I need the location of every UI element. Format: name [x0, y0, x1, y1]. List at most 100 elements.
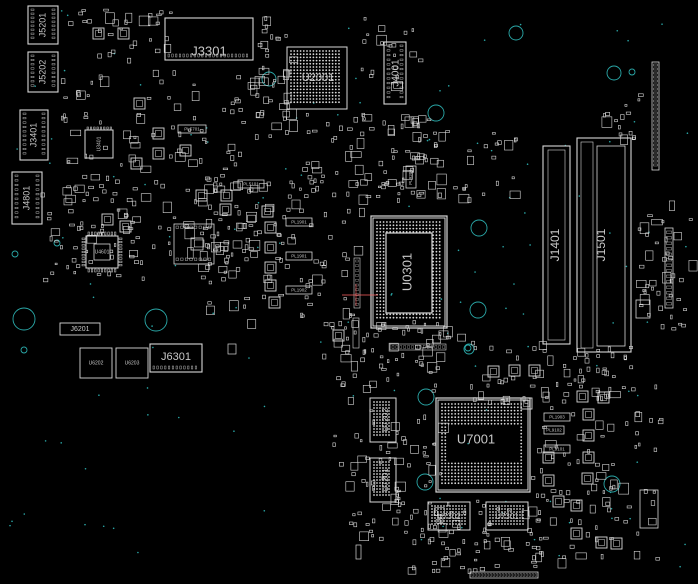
chip-u7001-ball: [503, 472, 506, 475]
chip-u7301-ball: [510, 508, 512, 510]
passive: [366, 332, 369, 338]
passive: [645, 284, 650, 289]
inductor-core: [555, 498, 562, 505]
edge-connector-pin: [653, 71, 658, 75]
inductor-core: [155, 130, 162, 137]
chip-u0301-ball: [376, 247, 378, 250]
connector-j4001-pin: [399, 63, 404, 66]
edge-connector-pin: [653, 87, 658, 91]
passive: [539, 551, 543, 555]
chip-u7001-ball: [507, 416, 509, 419]
chip-u7301-ball: [522, 520, 524, 522]
chip-u0301-ball: [379, 293, 382, 296]
via-dot: [137, 551, 139, 554]
chip-u0301-ball: [376, 257, 378, 260]
via-dot: [457, 249, 460, 252]
passive: [305, 112, 309, 117]
passive: [352, 513, 356, 517]
chip-u0301-ball: [435, 283, 438, 286]
passive: [230, 101, 235, 105]
chip-u0301-ball: [415, 227, 418, 230]
passive: [385, 181, 390, 185]
passive: [205, 265, 211, 270]
chip-u7302-ball: [443, 520, 445, 522]
chip-u0301-ball: [409, 316, 411, 319]
passive: [411, 28, 414, 32]
chip-u0301-ball: [379, 234, 382, 237]
passive: [420, 533, 425, 539]
chip-u7001-ball: [510, 469, 513, 471]
passive: [71, 258, 77, 263]
passive: [609, 486, 613, 491]
passive: [416, 190, 426, 199]
passive: [637, 98, 641, 102]
passive: [213, 248, 219, 252]
chip-u2001-ball: [312, 72, 315, 75]
chip-u2001-ball: [331, 66, 334, 68]
u4601-pin: [118, 241, 123, 244]
connector-j6301-pin: [164, 365, 167, 370]
chip-u7001-ball: [460, 462, 463, 465]
chip-u2001-ball: [312, 101, 315, 104]
passive: [277, 233, 282, 237]
chip-u7302-ball: [449, 514, 451, 516]
u4601-pin: [81, 254, 86, 257]
chip-u0301-ball: [419, 227, 421, 230]
passive: [457, 333, 466, 342]
chip-u2001-ball: [309, 85, 312, 88]
passive: [642, 289, 647, 293]
u2001-label: U2001: [302, 72, 334, 84]
passive: [365, 456, 370, 460]
chip-u7202-ball: [373, 413, 375, 415]
passive: [159, 79, 164, 85]
via-dot: [612, 322, 614, 324]
passive: [473, 346, 477, 351]
passive: [271, 122, 282, 131]
chip-u7302-ball: [437, 520, 439, 522]
passive: [629, 365, 634, 370]
passive: [586, 366, 591, 372]
chip-u7001-ball: [444, 475, 447, 478]
chip-u7201-ball: [379, 491, 381, 493]
chip-u0301-ball: [438, 240, 441, 243]
chip-u7001-ball: [441, 482, 443, 485]
connector-j4801-pin: [14, 211, 19, 214]
chip-u7001-ball: [493, 472, 496, 475]
passive: [403, 30, 408, 35]
chip-u0301-ball: [382, 283, 385, 286]
chip-u7202-ball: [385, 422, 387, 424]
passive: [319, 261, 324, 266]
chip-u7202-ball: [376, 428, 378, 430]
chip-u0301-ball: [379, 267, 382, 270]
chip-u7001-ball: [464, 419, 466, 422]
chip-u2001-ball: [306, 59, 308, 62]
chip-u7001-ball: [490, 462, 493, 465]
via-dot: [112, 175, 115, 178]
chip-u2001-ball: [334, 82, 337, 84]
connector-j4801-pin: [14, 197, 19, 200]
via-dot: [616, 29, 619, 32]
chip-u7001-ball: [441, 432, 443, 435]
chip-u7001-ball: [500, 416, 503, 419]
mounting-hole: [606, 65, 622, 81]
chip-u0301-ball: [379, 313, 382, 316]
chip-u0301-ball: [432, 290, 434, 293]
passive: [107, 33, 114, 37]
edge-connector-pin: [653, 163, 658, 167]
chip-u2001-ball: [296, 72, 299, 75]
via-dot: [467, 442, 469, 445]
chip-u7001-ball: [484, 416, 486, 419]
chip-u7302-ball: [440, 517, 442, 519]
passive: [63, 113, 66, 119]
cluster-pad: [189, 257, 193, 261]
connector-j6301-pin: [152, 365, 155, 370]
passive: [359, 439, 363, 443]
chip-u0301-ball: [435, 264, 438, 266]
chip-u7301-ball: [495, 520, 497, 522]
chip-u0301-ball: [382, 224, 385, 227]
passive: [260, 110, 265, 116]
inductor-core: [222, 206, 229, 213]
chip-u7001-ball: [510, 419, 513, 422]
via-dot: [428, 138, 431, 141]
passive: [639, 264, 645, 269]
